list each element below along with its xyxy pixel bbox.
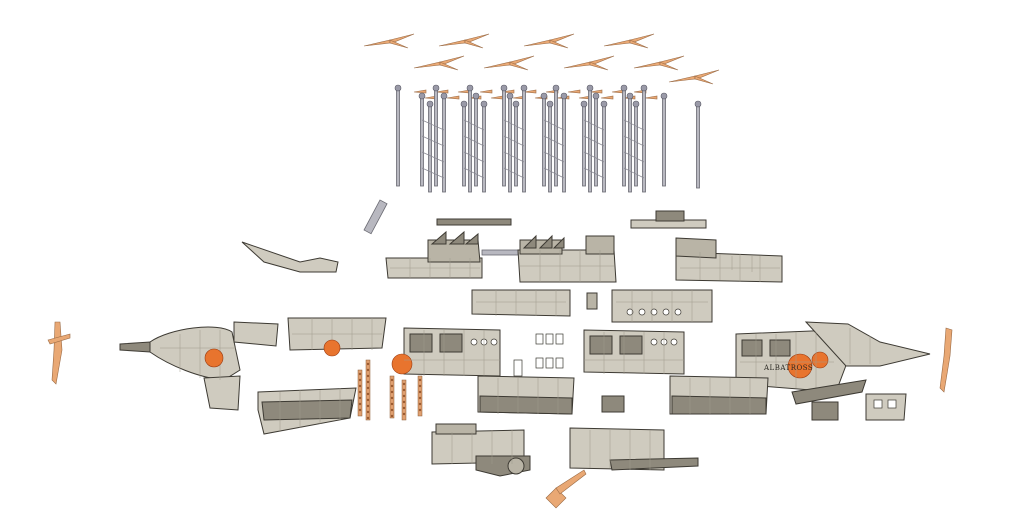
- upper-deck-section-3: [675, 237, 783, 283]
- ladder: [401, 379, 407, 421]
- mast: [466, 84, 474, 193]
- small-blade: [567, 89, 581, 94]
- ladder: [417, 375, 423, 417]
- propeller-blade-set: [483, 55, 535, 71]
- mast: [506, 92, 514, 193]
- gear-module-top-right: [630, 210, 707, 229]
- engine-gondola: [865, 393, 907, 421]
- rail-connector: [481, 249, 519, 256]
- mast: [480, 100, 488, 193]
- propeller-blade-set: [523, 33, 575, 49]
- keel-section-left: [257, 387, 357, 435]
- upper-deck-section-1: [385, 230, 483, 279]
- small-blade: [435, 89, 449, 94]
- propeller-right: [939, 327, 953, 393]
- propeller-blade-set: [668, 69, 720, 85]
- mast: [600, 100, 608, 193]
- central-deck-section-1: [391, 327, 501, 377]
- mast: [440, 92, 448, 193]
- ladder: [365, 359, 371, 421]
- small-blade: [479, 89, 493, 94]
- propeller-blades-top-row: [363, 33, 720, 100]
- propeller-blade-set: [563, 55, 615, 71]
- mast: [626, 92, 634, 193]
- deck-plank-top: [436, 218, 512, 226]
- bow-deck-piece: [233, 321, 279, 347]
- mast: [640, 84, 648, 193]
- ladder: [389, 375, 395, 419]
- mid-deck-section-1: [471, 289, 571, 317]
- mast: [592, 92, 600, 187]
- propeller-bottom: [545, 469, 587, 509]
- rivet-cluster-center: [601, 395, 625, 413]
- mast: [660, 92, 668, 187]
- small-blade: [600, 95, 614, 100]
- hull-name-label: ALBATROSS: [763, 364, 813, 372]
- propeller-blade-set: [603, 33, 655, 49]
- stern-section-right: ALBATROSS: [735, 321, 931, 405]
- mast: [560, 92, 568, 193]
- mast: [418, 92, 426, 187]
- railing-piece-left: [363, 199, 388, 235]
- small-blade: [523, 89, 537, 94]
- ladders: [357, 359, 423, 421]
- lower-deck-section-1: [477, 375, 575, 415]
- mast: [632, 100, 640, 187]
- small-panel: [586, 292, 598, 310]
- mast: [500, 84, 508, 187]
- mid-deck-section-2: [611, 289, 713, 323]
- mast: [394, 84, 402, 187]
- mast: [546, 100, 554, 193]
- small-blade: [589, 89, 603, 94]
- small-blade: [490, 95, 504, 100]
- propeller-left: [47, 321, 71, 385]
- propeller-blade-set: [633, 55, 685, 71]
- propeller-blade-set: [438, 33, 490, 49]
- tail-section-left: [241, 241, 339, 273]
- rivet-cluster-right: [811, 401, 839, 421]
- bottom-deck-section-2: [569, 427, 699, 471]
- mast: [540, 92, 548, 187]
- mast: [472, 92, 480, 187]
- bow-section-left: [119, 326, 241, 411]
- mast: [460, 100, 468, 187]
- propeller-blade-set: [413, 55, 465, 71]
- small-blade: [413, 89, 427, 94]
- mast: [586, 84, 594, 193]
- ladder: [357, 369, 363, 417]
- window-frames: [513, 333, 564, 377]
- mast: [520, 84, 528, 193]
- upper-deck-section-2: [517, 234, 617, 283]
- mast: [426, 100, 434, 193]
- mast: [552, 84, 560, 187]
- small-blade: [644, 95, 658, 100]
- mast: [432, 84, 440, 187]
- lower-deck-section-2: [669, 375, 769, 415]
- mast: [512, 100, 520, 187]
- propeller-blade-set: [363, 33, 415, 49]
- small-blade: [446, 95, 460, 100]
- masts: [394, 84, 702, 193]
- mast: [694, 100, 702, 189]
- hull-segment-1: [287, 317, 387, 357]
- mast: [620, 84, 628, 187]
- mast: [580, 100, 588, 187]
- bottom-deck-section-1: [431, 423, 531, 477]
- central-deck-section-2: [583, 329, 685, 375]
